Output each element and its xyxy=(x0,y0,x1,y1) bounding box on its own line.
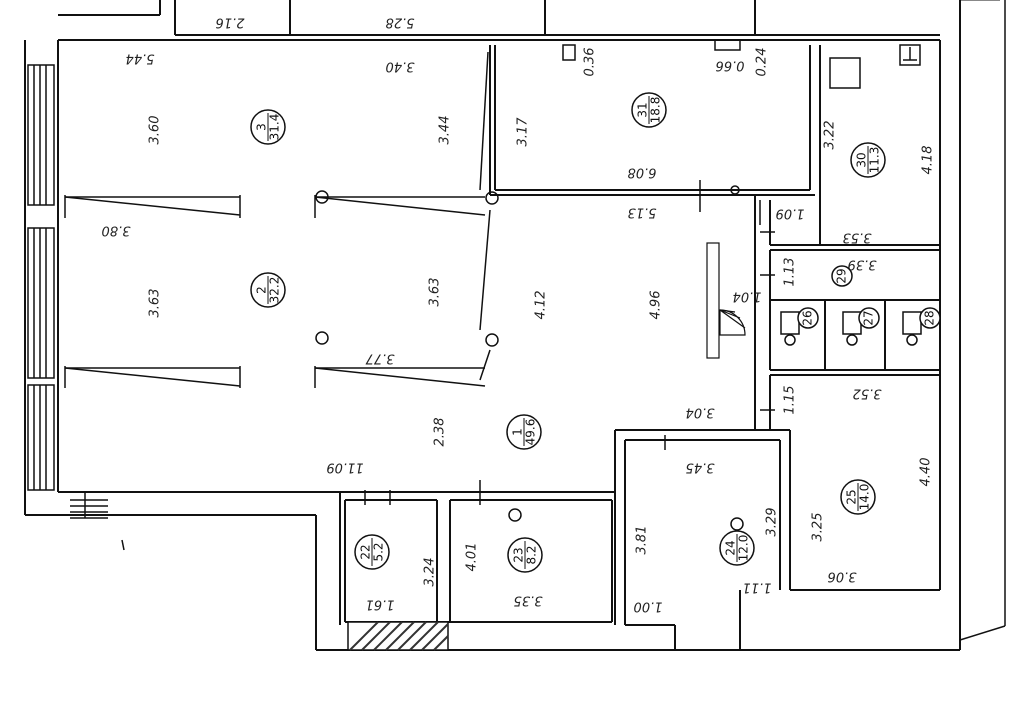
room-number: 29 xyxy=(835,268,849,283)
room-number: 26 xyxy=(801,310,815,325)
dimension-labels: 2.16 5.28 5.44 3.40 0.36 0.66 0.24 3.60 3.44 3.17… xyxy=(102,15,936,614)
left-windows xyxy=(27,64,55,491)
dimension-label: 1.09 xyxy=(776,206,805,221)
dimension-label: 3.24 xyxy=(423,558,438,587)
dimension-label: 3.81 xyxy=(635,526,650,555)
dimension-label: 5.13 xyxy=(628,205,657,220)
room-number: 24 xyxy=(724,540,738,555)
room-number: 28 xyxy=(923,310,937,325)
room-area: 18.8 xyxy=(649,97,663,124)
dimension-label: 1.04 xyxy=(733,289,762,304)
dimension-label: 3.35 xyxy=(514,593,543,608)
dimension-label: 2.38 xyxy=(433,418,448,447)
dimension-label: 3.45 xyxy=(686,460,715,475)
dimension-label: 3.77 xyxy=(365,351,395,366)
dimension-label: 0.24 xyxy=(755,48,770,77)
dimension-label: 4.12 xyxy=(534,291,549,320)
dimension-label: 3.52 xyxy=(853,386,882,401)
dimension-label: 3.06 xyxy=(828,569,857,584)
room-number: 2 xyxy=(255,286,269,294)
room-badge-27: 27 xyxy=(858,307,880,329)
room-area: 8.2 xyxy=(525,545,539,564)
spiral-stair xyxy=(706,242,746,359)
room-number: 22 xyxy=(359,544,373,559)
room-number: 3 xyxy=(255,123,269,131)
room-number: 1 xyxy=(511,428,525,436)
dimension-label: 3.04 xyxy=(686,405,715,420)
room-area: 12.0 xyxy=(737,535,751,562)
dimension-label: 1.11 xyxy=(743,580,772,595)
door-swings xyxy=(64,51,775,505)
dimension-label: 5.28 xyxy=(386,15,415,30)
room-number: 25 xyxy=(845,489,859,504)
dimension-label: 3.60 xyxy=(148,116,163,145)
dimension-label: 3.44 xyxy=(438,116,453,145)
room-area: 32.2 xyxy=(268,277,282,304)
interior-walls xyxy=(57,39,941,650)
room-badge-26: 26 xyxy=(797,307,819,329)
room-number: 30 xyxy=(855,152,869,167)
room-area: 14.0 xyxy=(858,484,872,511)
room-area: 5.2 xyxy=(372,542,386,561)
dimension-label: 4.18 xyxy=(921,146,936,175)
dimension-label: 0.66 xyxy=(716,58,745,73)
room-area: 11.3 xyxy=(868,147,882,174)
outer-walls xyxy=(24,0,1006,651)
dimension-label: 3.40 xyxy=(386,59,415,74)
room-number: 27 xyxy=(862,310,876,325)
dimension-label: 4.40 xyxy=(919,458,934,487)
room-badge-28: 28 xyxy=(919,307,941,329)
circles xyxy=(315,185,744,531)
dimension-label: 3.63 xyxy=(428,278,443,307)
dimension-label: 1.00 xyxy=(634,599,663,614)
room-number: 31 xyxy=(636,102,650,117)
dimension-label: 4.96 xyxy=(649,291,664,320)
room-number: 23 xyxy=(512,547,526,562)
dimension-label: 1.13 xyxy=(783,258,798,287)
dimension-label: 3.53 xyxy=(843,230,872,245)
room-area: 49.6 xyxy=(524,419,538,446)
hatched-block xyxy=(347,621,449,651)
dimension-label: 3.25 xyxy=(811,513,826,542)
dimension-label: 6.08 xyxy=(628,165,657,180)
dimension-label: 11.09 xyxy=(326,460,363,475)
dimension-label: 4.01 xyxy=(465,543,480,572)
dimension-label: 3.17 xyxy=(516,117,531,147)
dimension-label: 3.22 xyxy=(823,121,838,150)
dimension-label: 0.36 xyxy=(583,48,598,77)
dimension-label: 3.80 xyxy=(102,223,131,238)
dimension-label: 5.44 xyxy=(126,51,155,66)
room-badge-29: 29 xyxy=(831,265,853,287)
dimension-label: 3.39 xyxy=(848,257,877,272)
room-area: 31.4 xyxy=(268,114,282,141)
dimension-label: 1.15 xyxy=(783,386,798,415)
dimension-label: 3.63 xyxy=(148,289,163,318)
dimension-label: 1.61 xyxy=(366,597,395,612)
dimension-label: 2.16 xyxy=(216,15,245,30)
dimension-label: 3.29 xyxy=(765,508,780,537)
